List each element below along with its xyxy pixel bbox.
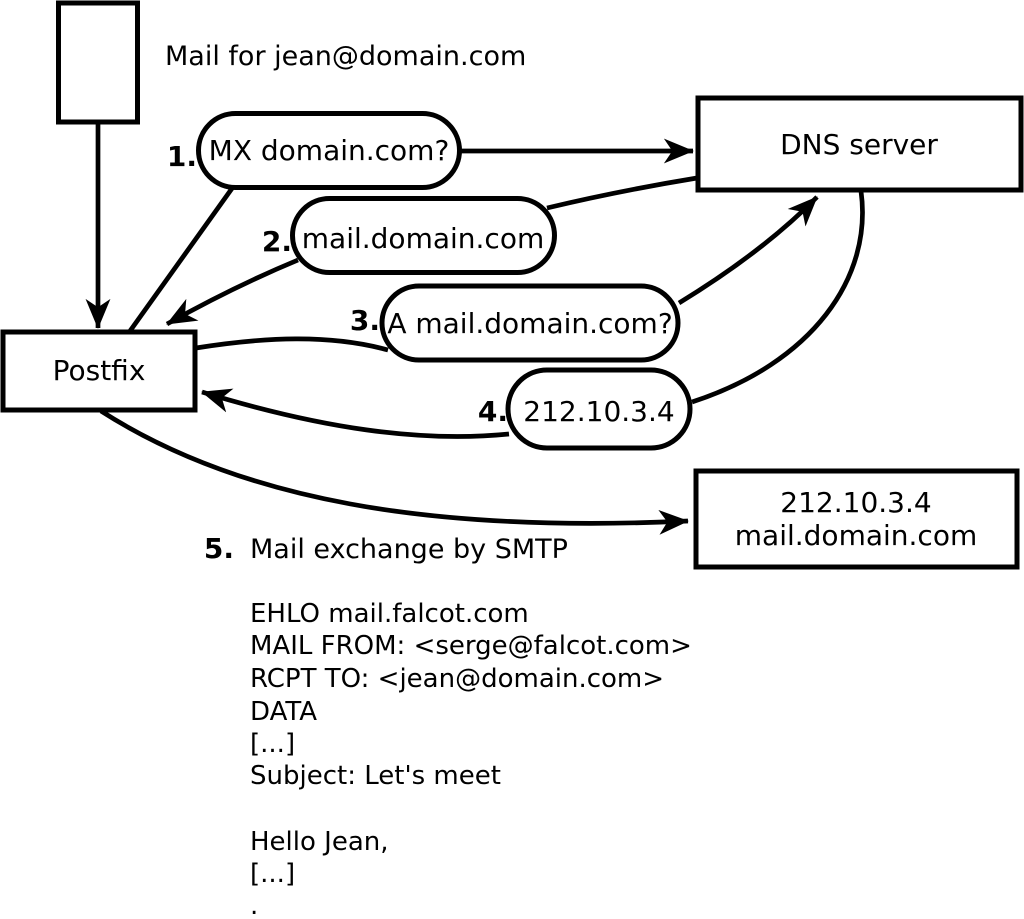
- step1-query-pill: [196, 111, 462, 190]
- mail-server-host-label: mail.domain.com: [735, 519, 977, 552]
- dns-server-node: [695, 95, 1024, 193]
- smtp-line: [...]: [250, 859, 295, 889]
- mail-server-ip-label: 212.10.3.4: [780, 486, 931, 519]
- line-postfix-to-step1: [128, 185, 235, 333]
- arrow-step2-to-postfix: [165, 257, 299, 327]
- step3-query-label: A mail.domain.com?: [387, 307, 672, 340]
- step1-number: 1.: [167, 140, 197, 173]
- arrow-step3-to-dns: [677, 195, 819, 306]
- step5-number: 5.: [204, 532, 234, 565]
- line-dns-to-step2: [546, 175, 698, 211]
- step3-number: 3.: [350, 304, 380, 337]
- smtp-line: [...]: [250, 729, 295, 759]
- smtp-line: Subject: Let's meet: [250, 761, 501, 791]
- step2-number: 2.: [262, 225, 292, 258]
- step1-query-label: MX domain.com?: [209, 134, 450, 167]
- smtp-line: .: [250, 891, 258, 919]
- postfix-node: [0, 329, 198, 413]
- smtp-line: DATA: [250, 697, 317, 727]
- mail-for-label: Mail for jean@domain.com: [165, 41, 526, 72]
- smtp-line: EHLO mail.falcot.com: [250, 599, 529, 629]
- step4-number: 4.: [478, 395, 508, 428]
- mail-message-node: [56, 0, 140, 125]
- line-postfix-to-step3: [195, 336, 389, 353]
- postfix-label: Postfix: [53, 354, 146, 387]
- smtp-session-text: EHLO mail.falcot.com MAIL FROM: <serge@f…: [250, 599, 692, 919]
- step2-answer-pill: [290, 196, 557, 275]
- step4-answer-label: 212.10.3.4: [523, 395, 674, 428]
- smtp-line: RCPT TO: <jean@domain.com>: [250, 664, 664, 694]
- dns-server-label: DNS server: [780, 128, 938, 161]
- arrow-postfix-to-mail-server: [99, 409, 689, 535]
- step3-query-pill: [379, 283, 681, 363]
- mail-server-node: [693, 468, 1020, 570]
- step5-label: Mail exchange by SMTP: [250, 534, 568, 565]
- line-dns-to-step4: [691, 190, 865, 405]
- step2-answer-label: mail.domain.com: [302, 222, 544, 255]
- smtp-line: Hello Jean,: [250, 827, 389, 857]
- smtp-line: MAIL FROM: <serge@falcot.com>: [250, 631, 692, 661]
- arrow-step4-to-postfix: [201, 388, 510, 439]
- step4-answer-pill: [505, 367, 693, 451]
